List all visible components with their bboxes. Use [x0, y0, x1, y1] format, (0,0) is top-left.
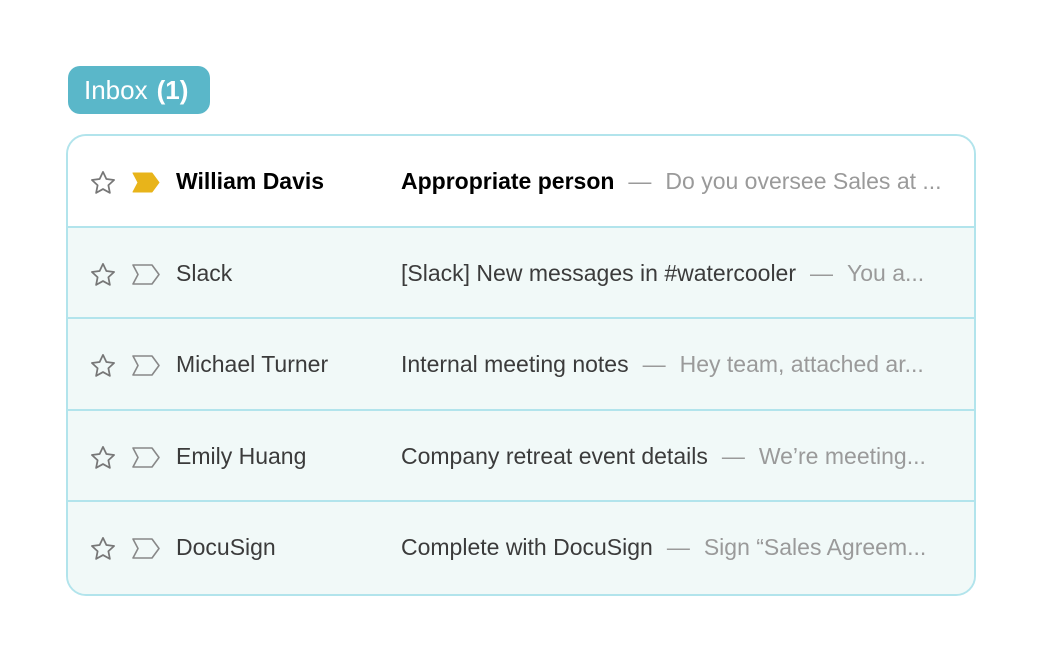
email-sender: Slack [176, 259, 233, 286]
email-subject: Internal meeting notes [401, 351, 629, 378]
email-summary: Company retreat event details — We’re meet… [401, 411, 946, 502]
email-preview: Hey team, attached ar... [679, 351, 924, 378]
importance-tag-outline-icon[interactable] [131, 446, 161, 469]
email-summary: Complete with DocuSign — Sign “Sales Agree… [401, 502, 946, 593]
email-summary: [Slack] New messages in #watercooler — You… [401, 228, 946, 319]
star-outline-icon[interactable] [89, 261, 117, 289]
email-subject: Appropriate person [401, 168, 615, 194]
email-summary: Appropriate person — Do you oversee Sales … [401, 136, 946, 227]
star-outline-icon[interactable] [89, 169, 117, 197]
email-row[interactable]: Slack [Slack] New messages in #watercool… [68, 227, 974, 320]
email-subject: Complete with DocuSign [401, 534, 653, 561]
inbox-title: Inbox [84, 74, 148, 105]
inbox-label[interactable]: Inbox (1) [68, 66, 210, 114]
email-separator: — [721, 442, 745, 469]
email-subject: [Slack] New messages in #watercooler [401, 259, 796, 286]
star-outline-icon[interactable] [89, 535, 117, 563]
email-row[interactable]: DocuSign Complete with DocuSign — Sign “Sa… [68, 502, 974, 594]
unread-count: (1) [156, 74, 189, 105]
email-separator: — [628, 168, 652, 194]
email-row[interactable]: Emily Huang Company retreat event detail… [68, 410, 974, 503]
email-list: William Davis Appropriate person — Do you … [66, 134, 976, 596]
email-preview: Sign “Sales Agreem... [703, 534, 927, 561]
importance-tag-filled-icon[interactable] [131, 171, 161, 194]
email-subject: Company retreat event details [401, 442, 708, 469]
importance-tag-outline-icon[interactable] [131, 537, 161, 560]
email-row[interactable]: Michael Turner Internal meeting notes — He… [68, 319, 974, 411]
email-row[interactable]: William Davis Appropriate person — Do you … [68, 136, 974, 228]
email-sender: Emily Huang [176, 442, 307, 469]
email-preview: You a... [847, 259, 925, 286]
email-preview: We’re meeting... [758, 442, 926, 469]
email-sender: Michael Turner [176, 351, 329, 378]
email-preview: Do you oversee Sales at ... [665, 168, 942, 194]
email-separator: — [642, 351, 666, 378]
star-outline-icon[interactable] [89, 444, 117, 472]
importance-tag-outline-icon[interactable] [131, 354, 161, 377]
email-separator: — [810, 259, 833, 286]
email-sender: DocuSign [176, 534, 276, 561]
email-summary: Internal meeting notes — Hey team, attache… [401, 319, 946, 410]
email-separator: — [666, 534, 690, 561]
importance-tag-outline-icon[interactable] [131, 263, 161, 286]
star-outline-icon[interactable] [89, 352, 117, 380]
email-sender: William Davis [176, 168, 325, 194]
